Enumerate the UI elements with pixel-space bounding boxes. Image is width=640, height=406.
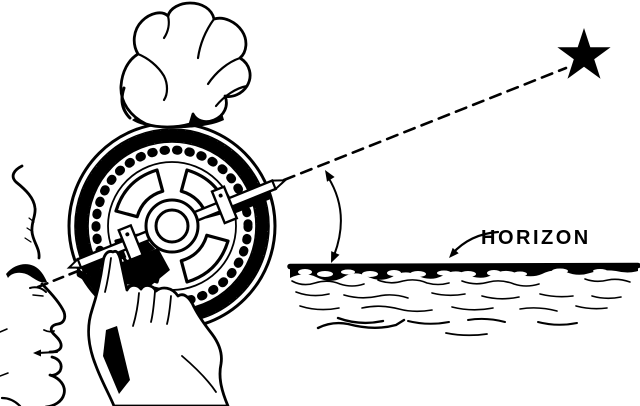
eyebrow — [6, 264, 47, 283]
angle-arc — [325, 170, 342, 263]
sighting-vane-upper — [210, 185, 239, 225]
sea-waves — [291, 278, 631, 337]
lower-hand — [76, 248, 230, 406]
wave-chop-band — [290, 267, 638, 281]
inner-scale-ticks — [91, 145, 253, 307]
upper-hand-fist — [119, 1, 252, 129]
mouth-line — [37, 351, 58, 354]
angle-arc-arrowhead-top — [325, 170, 335, 182]
star-icon — [557, 28, 611, 79]
face-profile — [11, 164, 41, 260]
under-alidade-shadow — [122, 248, 170, 288]
fist-outline — [119, 1, 252, 129]
brow-hatching — [24, 217, 35, 243]
neck-line — [0, 396, 22, 406]
sight-line-from-eye — [36, 269, 80, 289]
vane-pinhole-lower — [125, 232, 130, 237]
whitecaps — [298, 268, 607, 277]
sight-line-to-star — [282, 66, 568, 182]
observer-face — [0, 164, 67, 406]
fist-finger-creases — [120, 14, 249, 120]
hub-inner-ring — [154, 208, 190, 244]
horizon-callout: HORIZON — [449, 227, 591, 258]
chin — [45, 355, 66, 406]
nostril — [43, 329, 55, 333]
horizon-label: HORIZON — [481, 227, 591, 249]
hand-edge-shadow — [103, 326, 130, 394]
alidade-shadow-upper — [224, 190, 272, 217]
nose-and-lips — [40, 282, 67, 354]
horizon-line — [287, 262, 640, 270]
horizon-pointer-arrowhead — [449, 247, 459, 258]
finger-creases — [104, 257, 217, 393]
angle-arc-arrowhead-bottom — [331, 251, 340, 263]
vane-pinhole-upper — [218, 193, 223, 198]
sea-and-horizon — [287, 262, 640, 337]
